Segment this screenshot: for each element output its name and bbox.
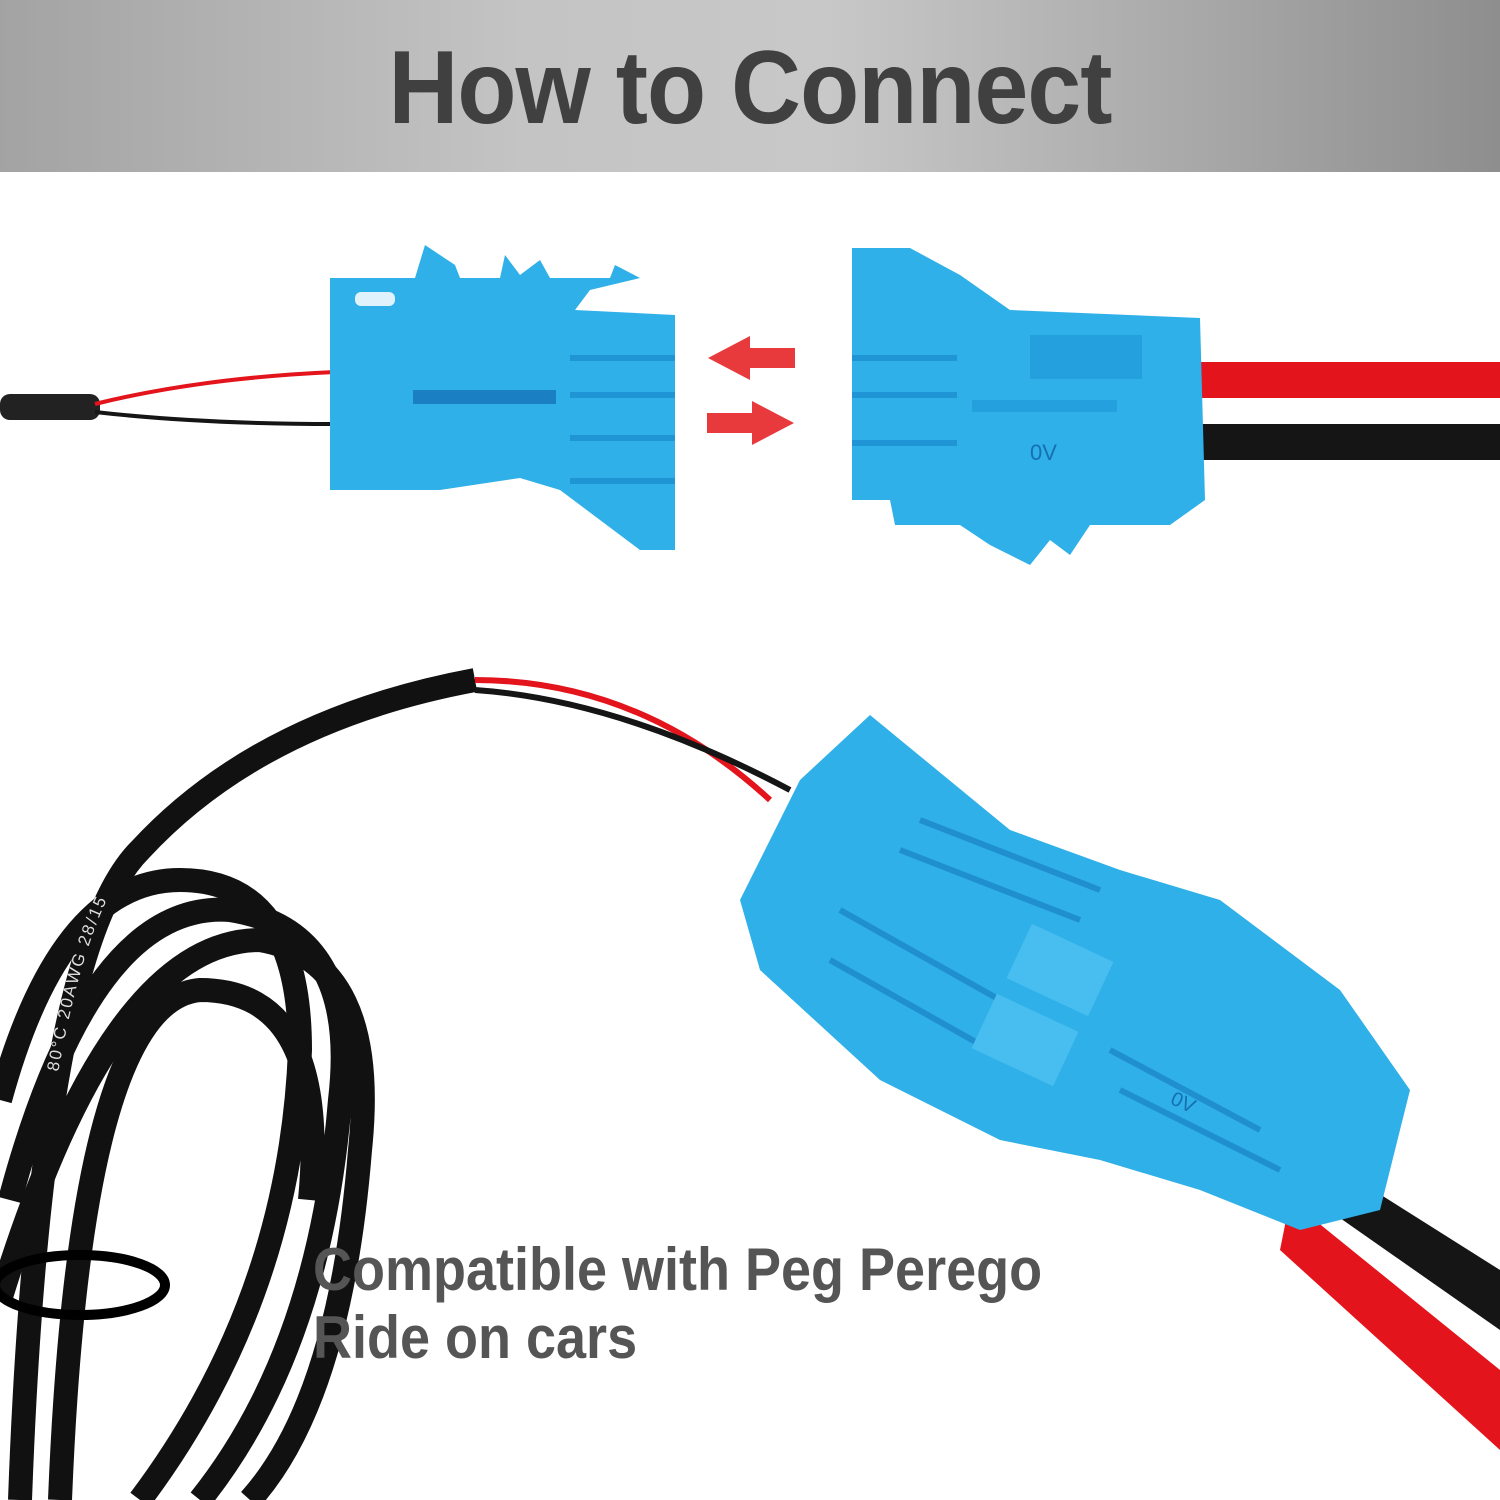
- cable-tie: [0, 1250, 170, 1320]
- left-connector-hole: [355, 292, 395, 306]
- page-title: How to Connect: [388, 30, 1112, 146]
- arrow-left-icon: [708, 336, 795, 380]
- red-wire-left: [94, 370, 336, 406]
- black-wire-bottom: [474, 687, 792, 793]
- connect-arrows: [707, 336, 795, 445]
- left-connector-slot: [413, 390, 556, 404]
- coiled-cable: [0, 668, 478, 1500]
- red-wire-bottom: [474, 677, 773, 803]
- right-connector-assembly: 0V: [852, 248, 1500, 565]
- left-connector-assembly: [0, 245, 675, 550]
- cable-main: [8, 668, 478, 1500]
- caption-line-1: Compatible with Peg Perego: [313, 1236, 1043, 1303]
- connector-marking: 0V: [1030, 440, 1057, 465]
- red-wire-exit: [1280, 1200, 1500, 1450]
- header-banner: How to Connect: [0, 0, 1500, 172]
- caption-line-2: Ride on cars: [313, 1304, 638, 1371]
- arrow-right-icon: [707, 401, 794, 445]
- black-wire-left: [94, 410, 336, 426]
- compatibility-caption: Compatible with Peg Perego Ride on cars: [313, 1236, 1042, 1372]
- black-wire-right: [1200, 424, 1500, 460]
- red-wire-right: [1200, 362, 1500, 398]
- right-connector-latch: [1030, 335, 1142, 379]
- mated-connector: 0V: [740, 715, 1410, 1230]
- cable-jacket-left: [0, 394, 100, 420]
